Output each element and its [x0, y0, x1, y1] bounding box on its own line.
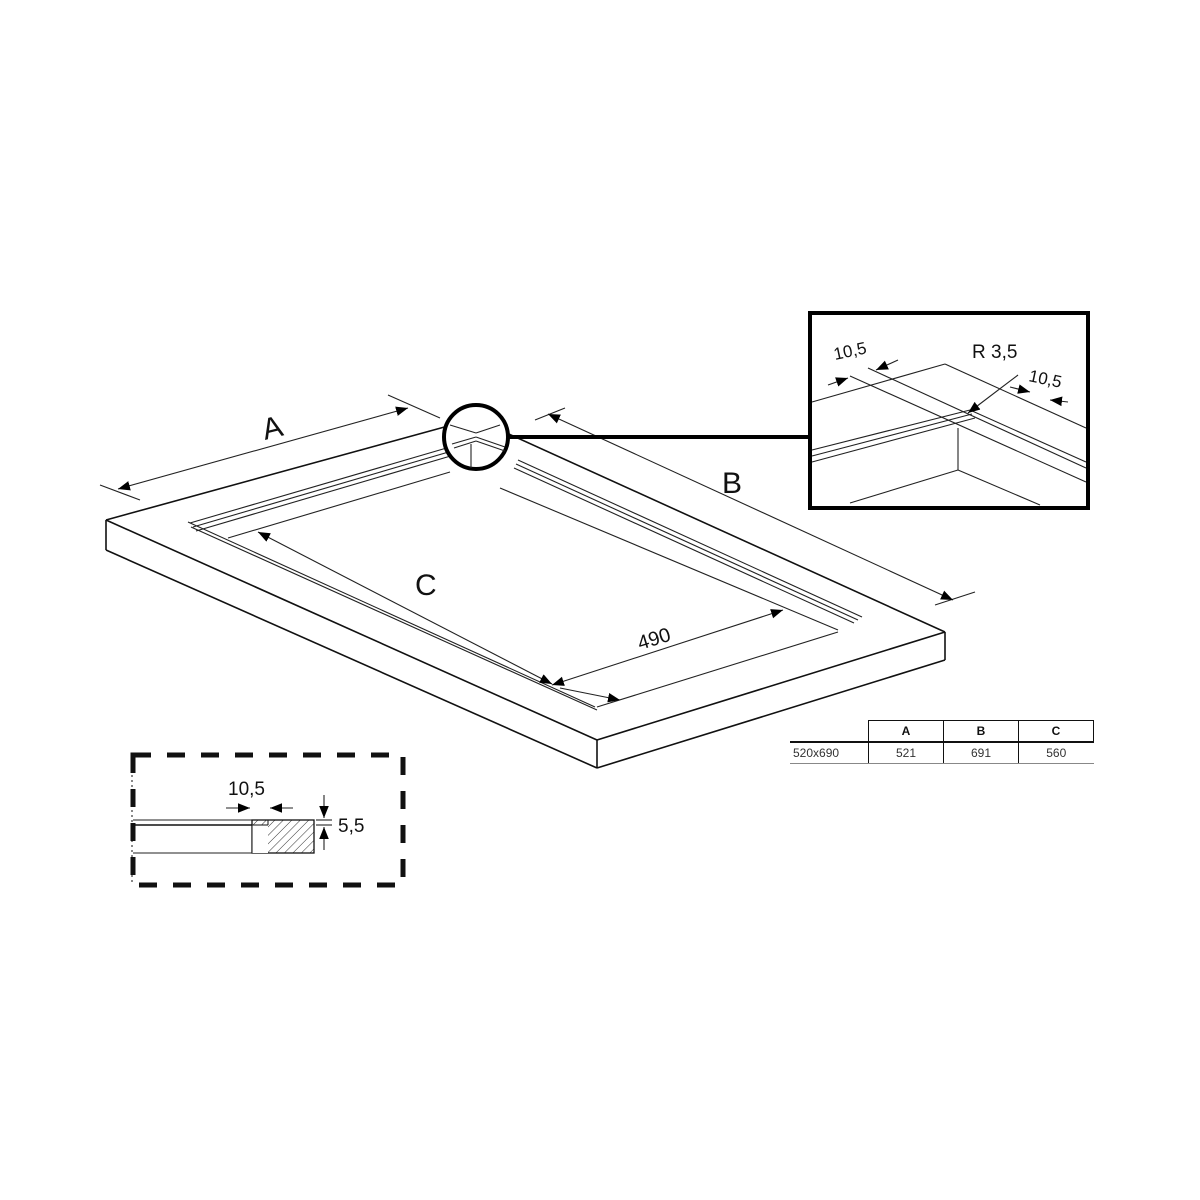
- label-a: A: [259, 410, 286, 447]
- table-cell-c: 560: [1018, 742, 1094, 764]
- section-detail: 10,5 5,5: [130, 752, 406, 888]
- label-b: B: [722, 467, 742, 500]
- dimensions-table: A B C 520x690 521 691 560: [790, 720, 1094, 764]
- label-490: 490: [635, 624, 673, 655]
- table-header-a: A: [868, 720, 944, 743]
- detail-radius: R 3,5: [972, 342, 1017, 363]
- table-header-empty: [790, 720, 869, 743]
- dimension-b: B: [534, 407, 976, 606]
- table-header-row: A B C: [790, 720, 1094, 743]
- table-cell-model: 520x690: [790, 742, 869, 764]
- section-height-label: 5,5: [338, 816, 364, 837]
- detail-box: 10,5 R 3,5 10,5: [808, 311, 1090, 510]
- dimension-c: C: [257, 531, 553, 685]
- detail-callout: [442, 403, 810, 471]
- table-header-c: C: [1018, 720, 1094, 743]
- table-row: 520x690 521 691 560: [790, 742, 1094, 764]
- section-width-label: 10,5: [228, 779, 265, 800]
- dimension-a: A: [99, 394, 441, 501]
- label-c: C: [415, 569, 437, 602]
- dimension-inner-width: 490: [551, 609, 784, 703]
- table-header-b: B: [943, 720, 1019, 743]
- table-cell-b: 691: [943, 742, 1019, 764]
- table-cell-a: 521: [868, 742, 944, 764]
